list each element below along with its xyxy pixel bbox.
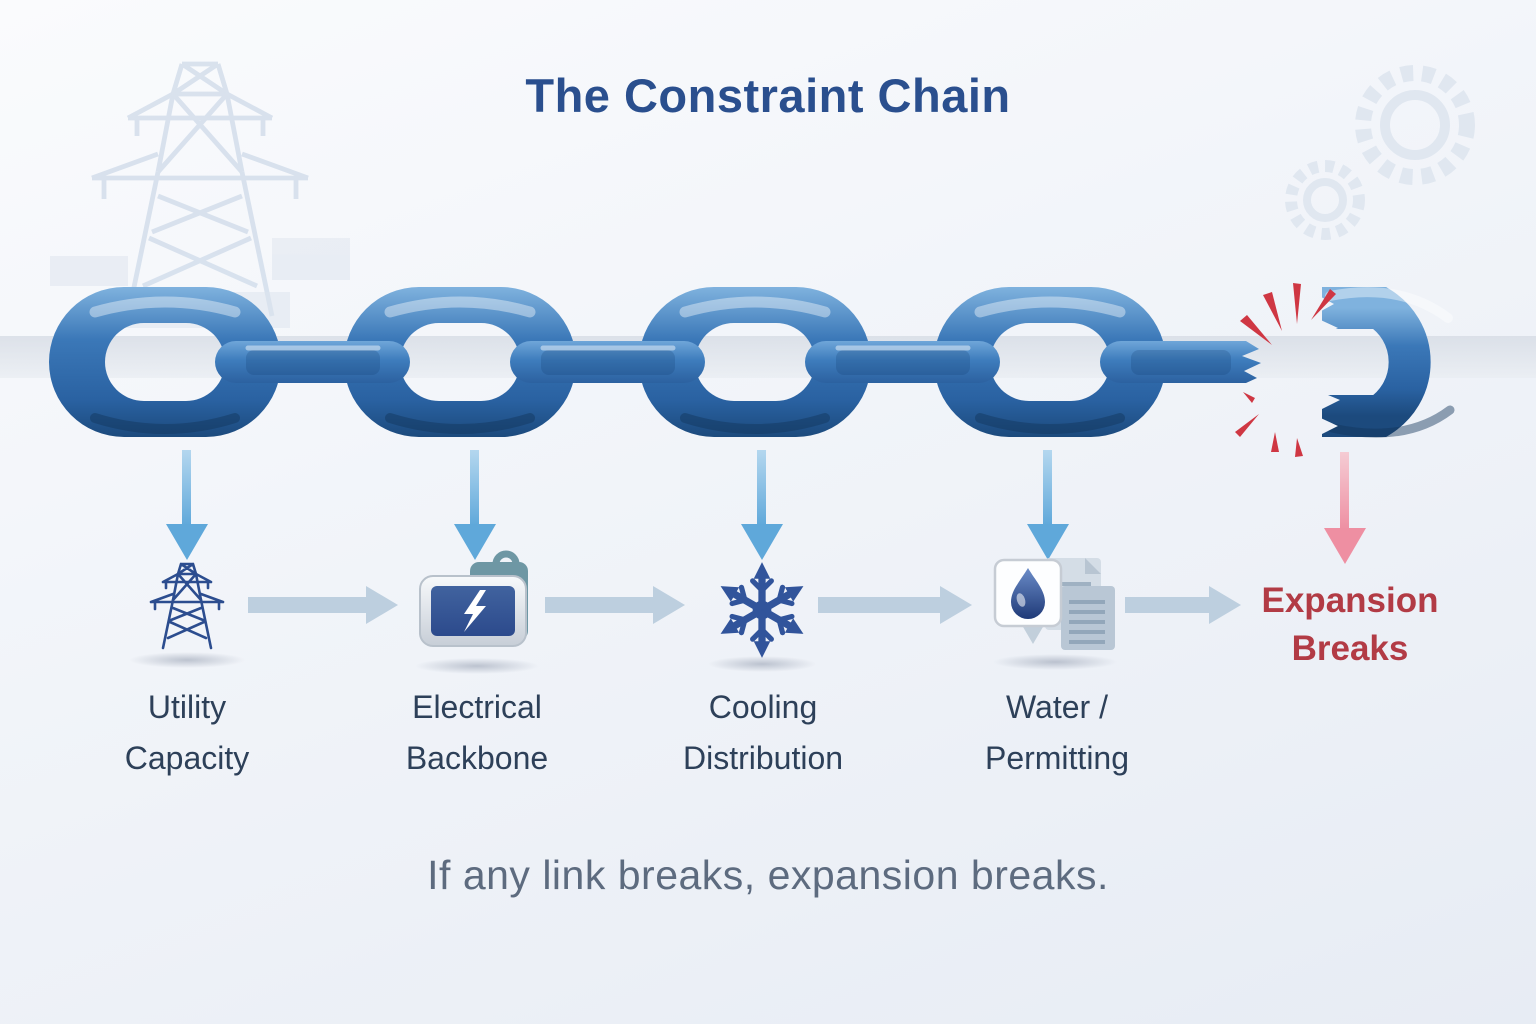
caption-text: If any link breaks, expansion breaks. [427,852,1109,898]
background-gears-watermark [1285,65,1475,240]
broken-connector-shade [1131,350,1231,375]
flow-arrows [248,586,1241,624]
water-permit-icon [993,558,1115,650]
break-drop-arrow [1324,452,1366,564]
node-label-electrical-backbone: Electrical Backbone [405,689,549,776]
page-title: The Constraint Chain [525,69,1011,122]
snowflake-icon [710,562,814,662]
break-sparks-icon [1235,283,1336,457]
outcome-label: Expansion Breaks [1261,581,1439,668]
node-label-cooling-distribution: Cooling Distribution [682,689,844,776]
chain-connectors [215,341,1000,383]
chain-drop-arrows [166,450,1366,564]
node-label-utility-capacity: Utility Capacity [124,689,250,776]
electrical-panel-icon [419,550,528,647]
transmission-tower-icon [149,562,225,650]
broken-half-link [1322,287,1455,438]
node-label-water-permitting: Water / Permitting [984,689,1130,776]
broken-connector [1100,341,1261,383]
water-drop-icon [1011,568,1045,619]
icon-shadows [129,652,1117,674]
